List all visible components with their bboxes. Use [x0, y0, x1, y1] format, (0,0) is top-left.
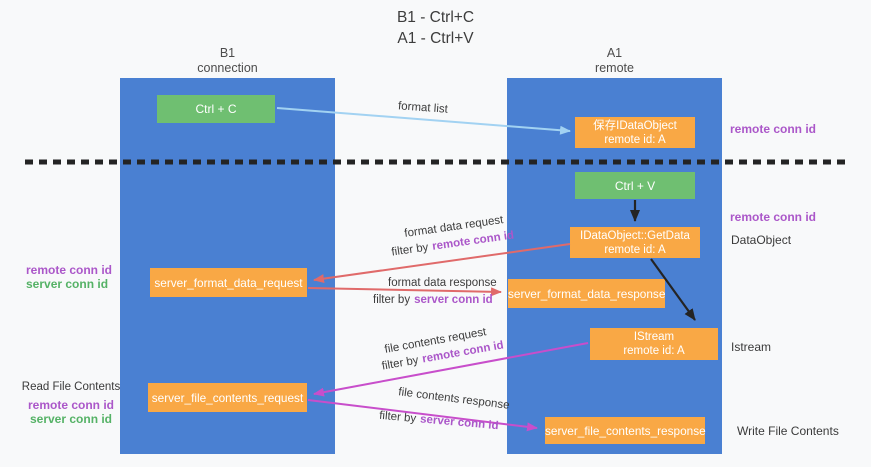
remote-conn-id-side-label-mid: remote conn id	[730, 210, 817, 224]
filter-by-text: filter by	[380, 354, 420, 373]
server-format-data-request-label: server_format_data_request	[154, 275, 303, 290]
server-file-contents-request-label: server_file_contents_request	[151, 390, 304, 405]
column-header-a1: A1 remote	[507, 46, 722, 76]
title-line-2: A1 - Ctrl+V	[397, 30, 474, 47]
column-a1-role: remote	[595, 61, 634, 75]
ctrl-v-label: Ctrl + V	[614, 178, 656, 193]
server-conn-id-legend: server conn id	[26, 277, 109, 291]
server-conn-id-key: server conn id	[414, 294, 493, 306]
column-header-b1: B1 connection	[120, 46, 335, 76]
title-line-1: B1 - Ctrl+C	[396, 9, 475, 26]
save-idataobject-line1: 保存IDataObject	[593, 119, 677, 132]
column-b1-name: B1	[219, 46, 236, 60]
diagram-title: B1 - Ctrl+C A1 - Ctrl+V	[0, 7, 871, 49]
filter-by-text: filter by	[378, 409, 417, 425]
read-file-contents-label: Read File Contents	[21, 381, 121, 393]
getdata-line1: IDataObject::GetData	[580, 229, 690, 242]
server-file-contents-response-node: server_file_contents_response	[545, 417, 706, 444]
istream-side-label: Istream	[731, 340, 772, 354]
filter-by-text: filter by	[373, 294, 411, 306]
server-format-data-response-node: server_format_data_response	[508, 279, 665, 308]
istream-line2: remote id: A	[623, 345, 685, 357]
server-format-data-request-node: server_format_data_request	[150, 268, 307, 297]
filter-by-text: filter by	[390, 241, 430, 259]
column-b1-role: connection	[197, 61, 258, 75]
remote-conn-id-legend: remote conn id	[26, 263, 113, 277]
conn-id-legend-mid: remote conn id server conn id	[26, 263, 112, 291]
save-idataobject-line2: remote id: A	[604, 133, 666, 146]
remote-conn-id-legend: remote conn id	[27, 398, 114, 412]
conn-id-legend-bottom: remote conn id server conn id	[20, 398, 122, 426]
dataobject-side-label: DataObject	[731, 233, 792, 247]
idataobject-getdata-node: IDataObject::GetData remote id: A	[570, 227, 700, 258]
ctrl-c-node: Ctrl + C	[157, 95, 275, 123]
remote-conn-id-side-label-top: remote conn id	[730, 122, 817, 136]
ctrl-c-label: Ctrl + C	[195, 102, 237, 116]
istream-line1: IStream	[633, 331, 675, 343]
server-file-contents-request-node: server_file_contents_request	[148, 383, 307, 412]
server-format-data-response-label: server_format_data_response	[508, 286, 666, 301]
format-data-response-label: format data response	[388, 277, 497, 289]
save-idataobject-node: 保存IDataObject remote id: A	[575, 117, 695, 148]
server-conn-id-legend: server conn id	[29, 412, 113, 426]
ctrl-v-node: Ctrl + V	[575, 172, 695, 199]
format-list-label: format list	[397, 100, 449, 116]
server-conn-id-key: server conn id	[419, 413, 499, 433]
server-file-contents-response-label: server_file_contents_response	[545, 423, 706, 438]
column-a1-name: A1	[606, 46, 623, 60]
write-file-contents-label: Write File Contents	[737, 424, 839, 438]
istream-node: IStream remote id: A	[590, 328, 718, 360]
file-contents-response-label: file contents response	[397, 386, 511, 412]
getdata-line2: remote id: A	[604, 243, 666, 256]
